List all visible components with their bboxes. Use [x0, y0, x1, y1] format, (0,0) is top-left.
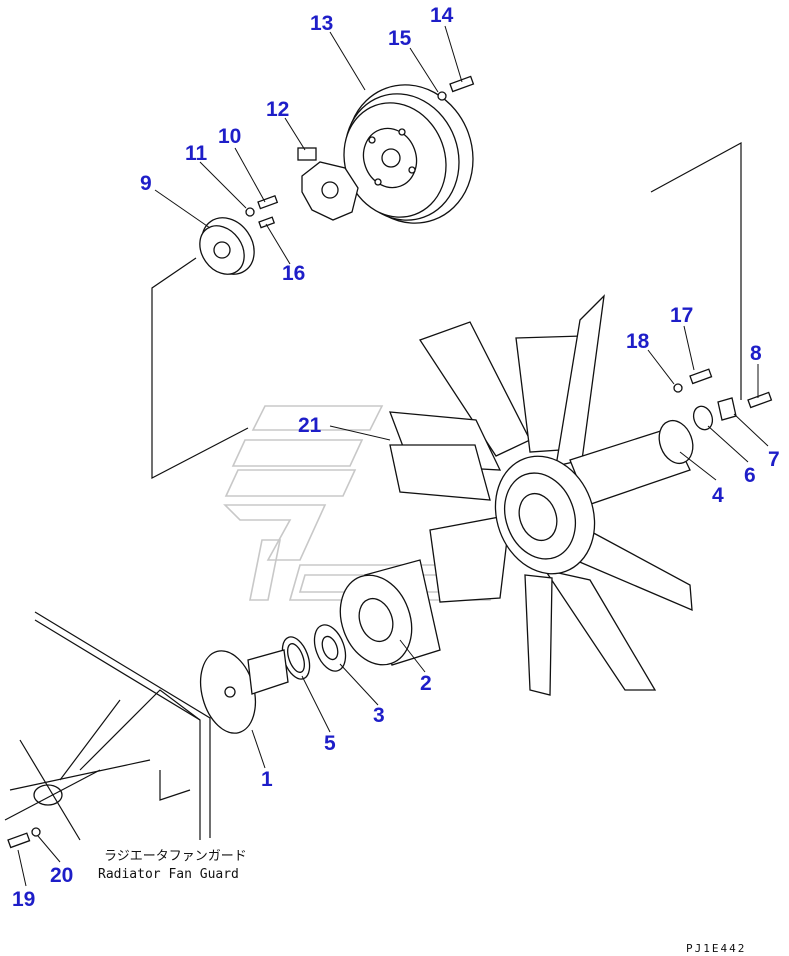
callout-1: 1 [261, 768, 273, 791]
callout-12: 12 [266, 98, 289, 121]
caption-japanese: ラジエータファンガード [104, 849, 247, 864]
callout-6: 6 [744, 464, 756, 487]
callout-14: 14 [430, 4, 454, 27]
part-2-spacer [339, 559, 441, 666]
callout-17: 17 [670, 304, 693, 327]
connection-lines [151, 141, 742, 479]
callout-18: 18 [626, 330, 650, 353]
part-12-plate [297, 147, 359, 221]
callout-10: 10 [218, 125, 241, 148]
leader-lines [17, 25, 769, 887]
callout-20: 20 [50, 864, 73, 887]
part-9-hub [199, 217, 255, 275]
callout-19: 19 [12, 888, 35, 911]
fan-guard-caption: ラジエータファンガード Radiator Fan Guard [98, 849, 247, 882]
caption-english: Radiator Fan Guard [98, 867, 239, 882]
parts-right-cluster [658, 368, 773, 465]
callout-7: 7 [768, 448, 780, 471]
callout-8: 8 [750, 342, 762, 365]
callout-13: 13 [310, 12, 333, 35]
callout-15: 15 [388, 27, 412, 50]
callout-3: 3 [373, 704, 385, 727]
callout-labels: 13 14 15 12 10 11 9 16 17 18 8 21 7 6 4 … [12, 4, 780, 911]
callout-16: 16 [282, 262, 305, 285]
callout-21: 21 [298, 414, 322, 437]
callout-11: 11 [185, 142, 208, 165]
radiator-fan-guard [4, 611, 211, 841]
part-1-flange [199, 649, 289, 734]
callout-4: 4 [712, 484, 724, 507]
callout-2: 2 [420, 672, 432, 695]
part-21-fan [389, 294, 693, 696]
small-fasteners-upper [245, 75, 475, 229]
part-3-cushion [313, 624, 347, 672]
part-13-pulley [343, 84, 474, 224]
part-5-ring [281, 636, 311, 680]
parts-lower-left [7, 827, 41, 849]
callout-5: 5 [324, 732, 336, 755]
callout-9: 9 [140, 172, 152, 195]
drawing-code: PJ1E442 [686, 942, 746, 955]
